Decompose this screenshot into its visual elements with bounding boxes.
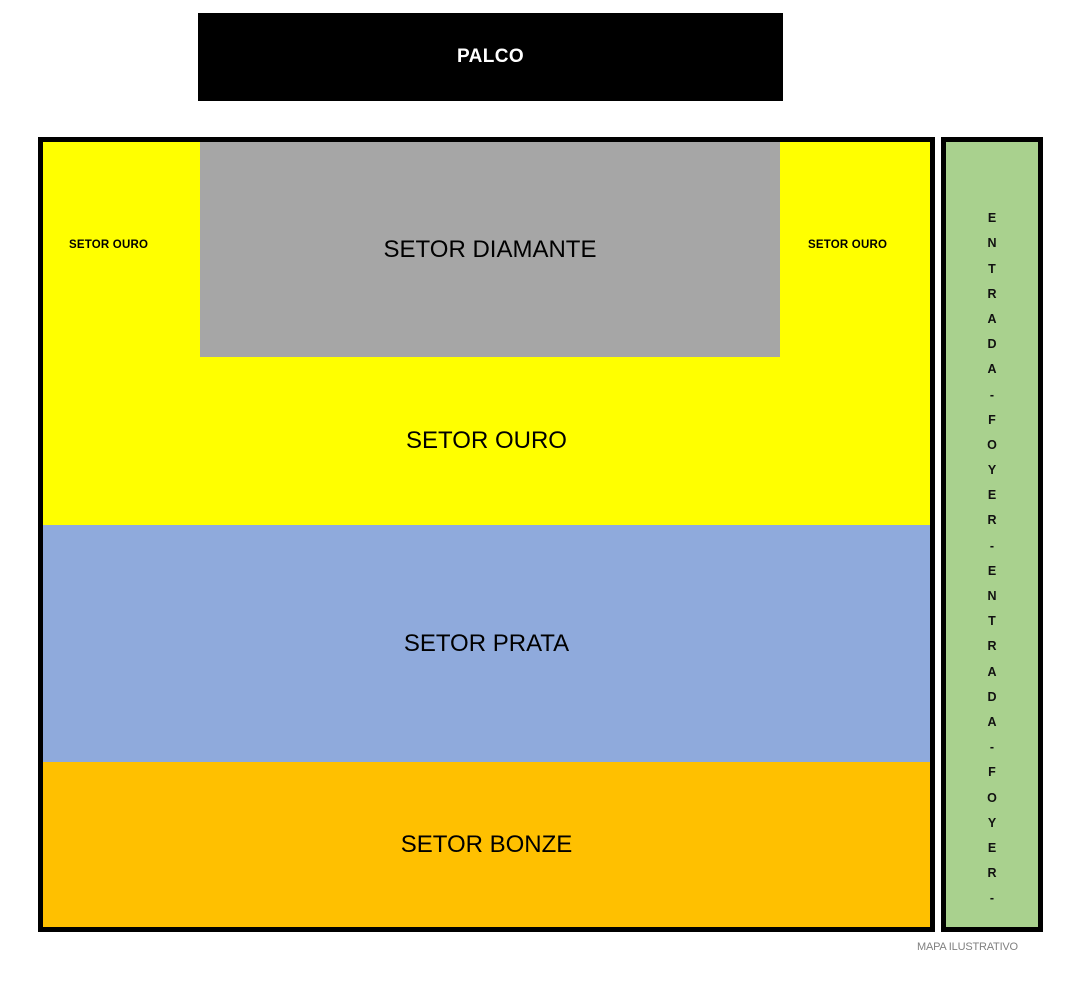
foyer-letter: R xyxy=(987,866,997,881)
foyer-letter: A xyxy=(987,714,997,729)
foyer-letter: D xyxy=(987,337,997,352)
foyer-letter: N xyxy=(987,589,997,604)
foyer-letter: Y xyxy=(987,463,997,478)
foyer-letter: E xyxy=(987,211,997,226)
sector-bonze[interactable]: SETOR BONZE xyxy=(43,762,930,927)
sector-ouro-label: SETOR OURO xyxy=(406,427,567,454)
sector-prata-label: SETOR PRATA xyxy=(403,629,570,657)
sector-row-diamante: SETOR OURO SETOR DIAMANTE SETOR OURO xyxy=(43,142,930,357)
foyer-letter: N xyxy=(987,236,997,251)
stage-label: PALCO xyxy=(456,46,525,67)
foyer-letter: E xyxy=(987,563,997,578)
foyer-letter: F xyxy=(988,412,996,427)
foyer-letter: A xyxy=(987,664,997,679)
foyer-letter: E xyxy=(987,840,997,855)
sector-diamante[interactable]: SETOR DIAMANTE xyxy=(200,142,780,357)
illustrative-map-note: MAPA ILUSTRATIVO xyxy=(917,941,1018,953)
stage-block[interactable]: PALCO xyxy=(198,13,783,101)
seating-area: SETOR OURO SETOR DIAMANTE SETOR OURO SET… xyxy=(38,137,935,932)
foyer-letter: R xyxy=(987,513,997,528)
foyer-letter: R xyxy=(987,286,997,301)
sector-bonze-label: SETOR BONZE xyxy=(400,830,573,858)
foyer-letter: O xyxy=(987,790,997,805)
foyer-letter: - xyxy=(989,538,995,553)
foyer-letter: D xyxy=(987,689,997,704)
foyer-letter: - xyxy=(989,387,995,402)
foyer-letter: R xyxy=(987,639,997,654)
sector-diamante-label: SETOR DIAMANTE xyxy=(383,235,597,263)
sector-ouro-left[interactable]: SETOR OURO xyxy=(69,239,149,251)
sector-prata[interactable]: SETOR PRATA xyxy=(43,525,930,762)
foyer-letter: Y xyxy=(987,815,997,830)
foyer-letter: - xyxy=(989,740,995,755)
foyer-letter: T xyxy=(988,261,996,276)
foyer-letter: T xyxy=(988,614,996,629)
foyer-letter: F xyxy=(988,765,996,780)
foyer-letter: A xyxy=(987,362,997,377)
foyer-letter: A xyxy=(987,311,997,326)
foyer-letter: - xyxy=(989,891,995,906)
foyer-letter: E xyxy=(987,488,997,503)
foyer-letter: O xyxy=(987,437,997,452)
sector-ouro-right[interactable]: SETOR OURO xyxy=(808,239,888,251)
sector-ouro[interactable]: SETOR OURO xyxy=(43,357,930,525)
